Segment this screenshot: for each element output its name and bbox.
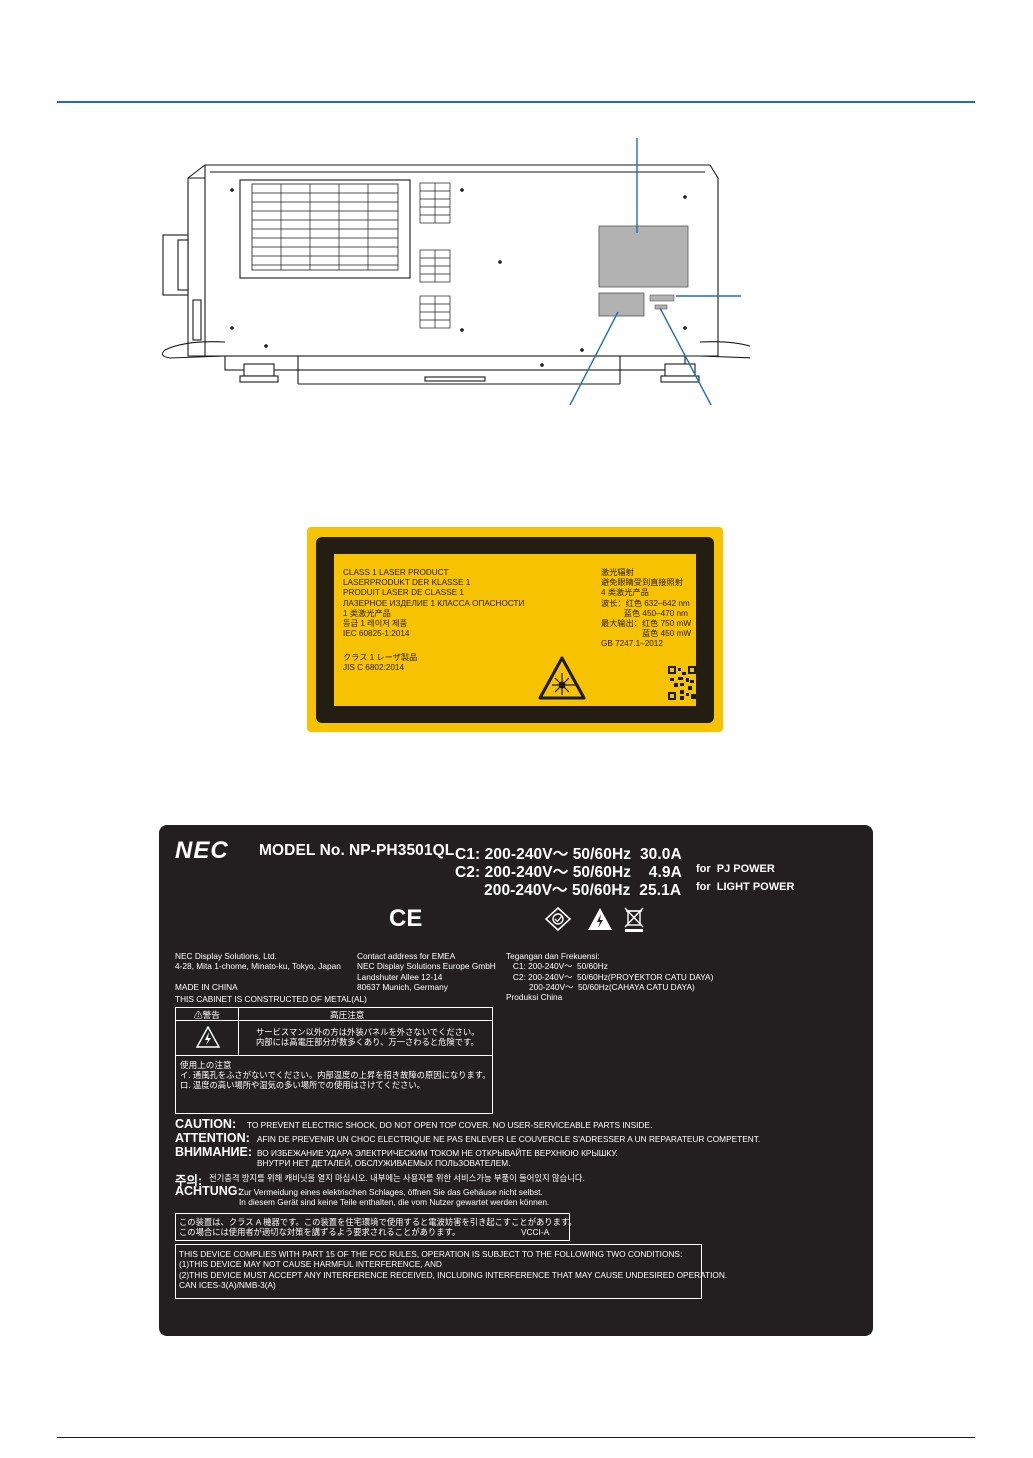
caution-head: CAUTION: — [175, 1117, 237, 1131]
jp-warning-table: ⚠警告 高圧注意 サービスマン以外の方は外装パネルを外さないでください。 内部に… — [175, 1007, 493, 1114]
top-rule — [57, 101, 975, 103]
caution-text: TO PREVENT ELECTRIC SHOCK, DO NOT OPEN T… — [247, 1120, 653, 1130]
leader-line-laser — [569, 311, 619, 406]
warn-head-right: 高圧注意 — [330, 1010, 365, 1020]
juui-head: 주의: — [175, 1174, 203, 1188]
vcci-text: この装置は、クラス A 機器です。この装置を住宅環境で使用すると電波妨害を引き起… — [179, 1217, 577, 1238]
high-voltage-icon — [196, 1026, 220, 1048]
vcci-mark: VCCI-A — [521, 1227, 550, 1237]
nec-logo: NEC — [175, 837, 229, 864]
laser-label-left-text: CLASS 1 LASER PRODUCT LASERPRODUKT DER K… — [343, 568, 525, 639]
weee-bin-icon — [624, 907, 644, 932]
bottom-rule — [57, 1437, 975, 1438]
ce-mark-icon: CE — [389, 905, 423, 932]
warn-text: サービスマン以外の方は外装パネルを外さないでください。 内部には高電圧部分が数多… — [256, 1027, 480, 1048]
achtung-text: Zur Vermeidung eines elektrischen Schlag… — [239, 1187, 550, 1208]
juui-text: 전기충격 방지를 위해 캐비닛을 열지 마십시오. 내부에는 사용자를 위한 서… — [209, 1173, 585, 1183]
laser-label-right-text: 激光辐射 避免眼睛受到直接照射 4 类激光产品 波长：红色 632–642 nm… — [601, 568, 692, 649]
fcc-box: THIS DEVICE COMPLIES WITH PART 15 OF THE… — [175, 1244, 727, 1299]
shock-hazard-icon — [588, 908, 612, 930]
laser-warning-icon — [538, 656, 586, 700]
laser-label-jis-text: クラス 1 レーザ製品 JIS C 6802:2014 — [343, 653, 418, 673]
attention-head: ATTENTION: — [175, 1131, 250, 1145]
rating-plate: NEC MODEL No. NP-PH3501QL C1: 200-240V～ … — [159, 825, 873, 1336]
rating-c1: C1: 200-240V～ 50/60Hz 30.0A — [455, 846, 682, 863]
rating-c2: C2: 200-240V～ 50/60Hz 4.9A — [455, 864, 682, 881]
laser-warning-label: CLASS 1 LASER PRODUCT LASERPRODUKT DER K… — [307, 527, 723, 732]
manufacturer-address: NEC Display Solutions, Ltd. 4-28, Mita 1… — [175, 951, 341, 992]
use-text: イ. 通風孔をふさがないでください。内部温度の上昇を招き故障の原因になります。 … — [180, 1070, 491, 1091]
fcc-text: THIS DEVICE COMPLIES WITH PART 15 OF THE… — [179, 1249, 728, 1290]
leader-line-label — [659, 307, 712, 406]
rating-c3-for: for LIGHT POWER — [696, 881, 795, 893]
cabinet-note: THIS CABINET IS CONSTRUCTED OF METAL(AL) — [175, 994, 367, 1004]
model-number: NP-PH3501QL — [349, 842, 455, 859]
use-head: 使用上の注意 — [180, 1060, 232, 1070]
rating-c2-for: for PJ POWER — [696, 863, 775, 875]
rating-label-area — [598, 225, 689, 288]
qr-code-icon — [668, 666, 696, 700]
vnimanie-head: ВНИМАНИЕ: — [175, 1145, 252, 1159]
emea-contact: Contact address for EMEA NEC Display Sol… — [357, 951, 496, 992]
vcci-box: この装置は、クラス A 機器です。この装置を住宅環境で使用すると電波妨害を引き起… — [175, 1213, 577, 1241]
warn-head-left: ⚠警告 — [194, 1010, 220, 1020]
vnimanie-text: ВО ИЗБЕЖАНИЕ УДАРА ЭЛЕКТРИЧЕСКИМ ТОКОМ Н… — [257, 1148, 618, 1169]
indonesia-rating: Tegangan dan Frekuensi: C1: 200-240V～ 50… — [506, 951, 714, 1003]
small-label-area — [649, 294, 675, 302]
laser-label-area — [598, 292, 645, 317]
rcm-mark-icon — [545, 907, 571, 931]
projector-side-diagram — [161, 138, 750, 406]
model-prefix: MODEL No. — [259, 842, 345, 859]
attention-text: AFIN DE PREVENIR UN CHOC ELECTRIQUE NE P… — [257, 1134, 761, 1144]
achtung-head: ACHTUNG: — [175, 1184, 242, 1198]
rating-c3: 200-240V～ 50/60Hz 25.1A — [484, 882, 682, 899]
